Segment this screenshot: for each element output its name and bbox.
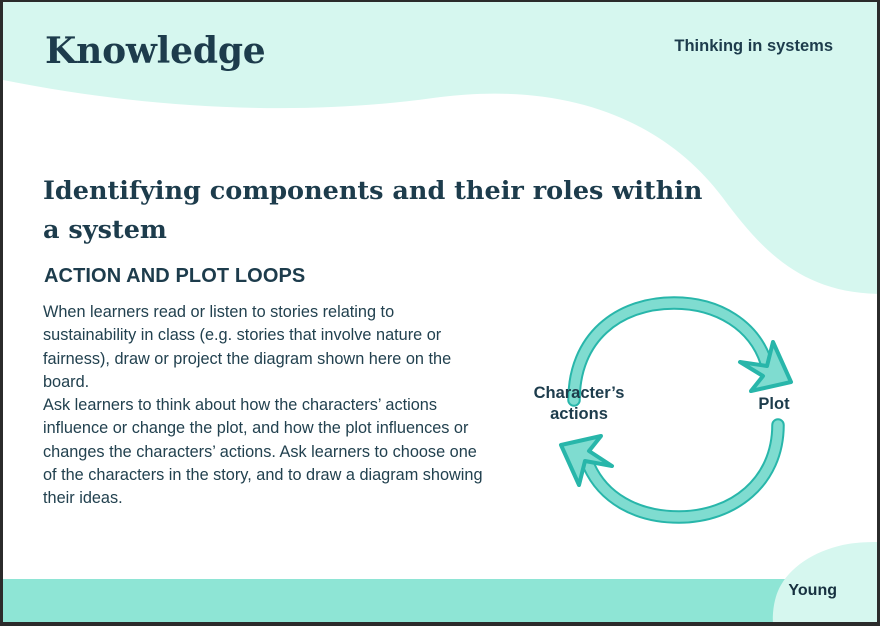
sub-heading: ACTION AND PLOT LOOPS <box>44 265 306 287</box>
diagram-label-plot: Plot <box>758 395 790 413</box>
footer-mint-block-upper <box>803 542 877 579</box>
loop-arrows-svg <box>559 296 793 524</box>
paragraph-2: Ask learners to think about how the char… <box>43 396 483 508</box>
body-copy: When learners read or listen to stories … <box>43 301 489 511</box>
main-heading: Identifying components and their roles w… <box>43 176 703 245</box>
feedback-loop-diagram: Character’s actions Plot <box>511 290 841 530</box>
paragraph-1: When learners read or listen to stories … <box>43 303 452 391</box>
footer-bar <box>3 579 877 622</box>
top-arrow-clockwise <box>567 296 793 407</box>
section-kicker: Thinking in systems <box>674 37 833 55</box>
page-title: Knowledge <box>45 30 266 72</box>
diagram-label-characters-actions: Character’s actions <box>533 384 625 423</box>
bottom-arrow-counterclockwise <box>559 418 785 524</box>
footer-brand-label: Young <box>788 582 837 599</box>
